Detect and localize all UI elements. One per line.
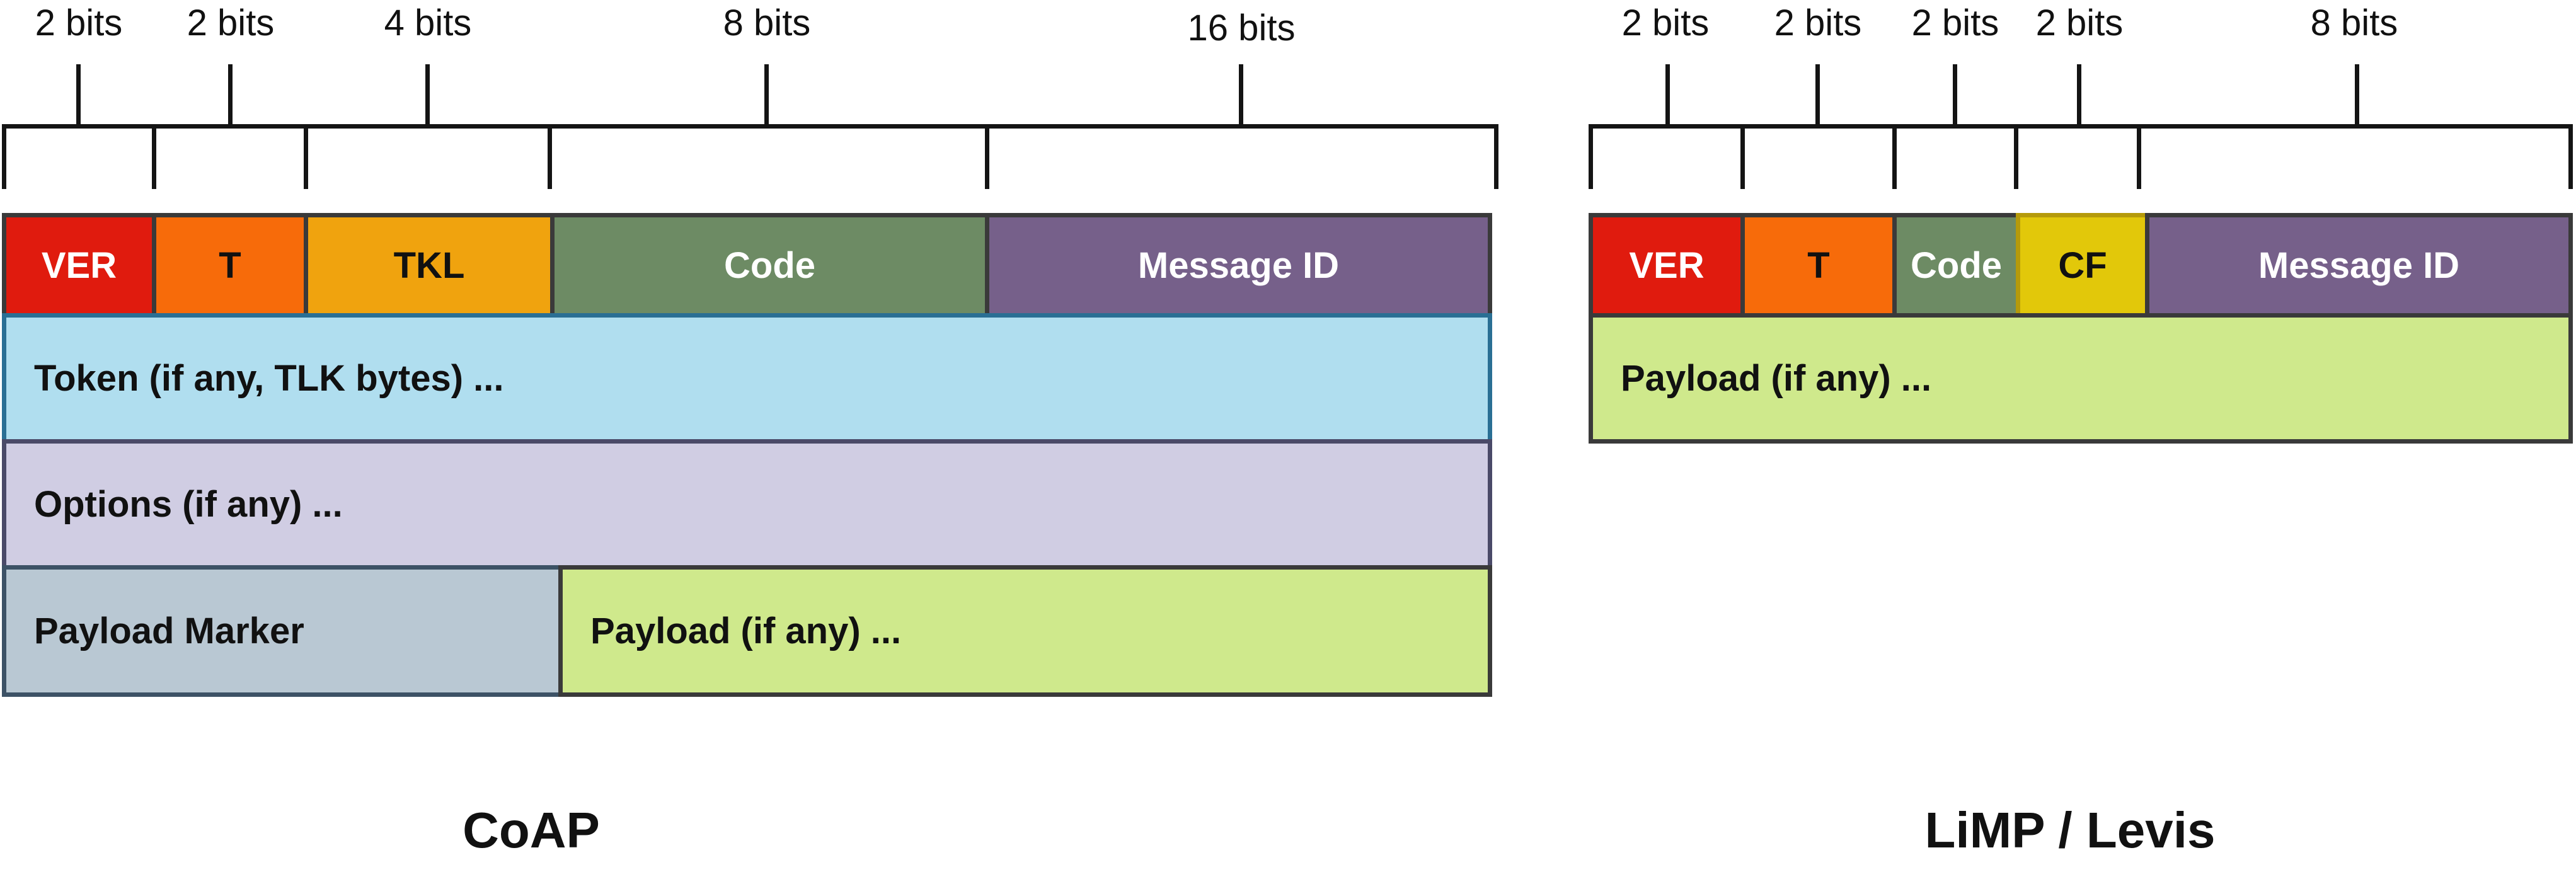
coap-field-message-id: Message ID [985, 213, 1492, 318]
coap-tick-code [764, 64, 769, 126]
limp-tick-t [1815, 64, 1820, 126]
coap-tick-tkl [425, 64, 430, 126]
limp-boundary-5 [2568, 124, 2573, 189]
coap-field-token: Token (if any, TLK bytes) ... [2, 313, 1492, 444]
coap-field-ver: VER [2, 213, 156, 318]
limp-field-cf: CF [2016, 213, 2149, 318]
coap-boundary-5 [1494, 124, 1498, 189]
coap-boundary-0 [2, 124, 6, 189]
coap-tick-t [228, 64, 233, 126]
limp-boundary-4 [2137, 124, 2141, 189]
coap-size-ver: 2 bits [35, 3, 123, 43]
limp-size-message-id: 8 bits [2310, 3, 2398, 43]
limp-boundary-1 [1740, 124, 1745, 189]
coap-field-t: T [152, 213, 308, 318]
limp-caption: LiMP / Levis [1924, 802, 2216, 858]
coap-ruler-line [2, 124, 1498, 129]
limp-boundary-3 [2014, 124, 2018, 189]
coap-tick-message-id [1239, 64, 1243, 126]
limp-tick-cf [2077, 64, 2081, 126]
limp-field-code: Code [1892, 213, 2020, 318]
coap-tick-ver [76, 64, 81, 126]
limp-ruler-line [1589, 124, 2573, 129]
limp-tick-code [1953, 64, 1957, 126]
limp-size-ver: 2 bits [1621, 3, 1710, 43]
coap-field-code: Code [550, 213, 989, 318]
limp-size-code: 2 bits [1911, 3, 1999, 43]
coap-field-payload-marker: Payload Marker [2, 565, 563, 697]
coap-size-message-id: 16 bits [1187, 8, 1296, 49]
coap-boundary-4 [985, 124, 989, 189]
coap-field-tkl: TKL [304, 213, 555, 318]
coap-size-code: 8 bits [723, 3, 811, 43]
limp-field-message-id: Message ID [2145, 213, 2573, 318]
limp-size-cf: 2 bits [2035, 3, 2124, 43]
limp-tick-message-id [2355, 64, 2359, 126]
coap-boundary-1 [152, 124, 156, 189]
limp-field-payload: Payload (if any) ... [1589, 313, 2573, 444]
coap-boundary-2 [304, 124, 308, 189]
coap-field-payload: Payload (if any) ... [558, 565, 1492, 697]
coap-boundary-3 [548, 124, 552, 189]
limp-boundary-2 [1892, 124, 1897, 189]
coap-size-t: 2 bits [187, 3, 275, 43]
limp-field-ver: VER [1589, 213, 1745, 318]
coap-field-options: Options (if any) ... [2, 439, 1492, 570]
limp-field-t: T [1740, 213, 1897, 318]
coap-size-tkl: 4 bits [384, 3, 472, 43]
limp-boundary-0 [1589, 124, 1593, 189]
coap-caption: CoAP [463, 802, 600, 858]
limp-size-t: 2 bits [1774, 3, 1862, 43]
limp-tick-ver [1665, 64, 1670, 126]
